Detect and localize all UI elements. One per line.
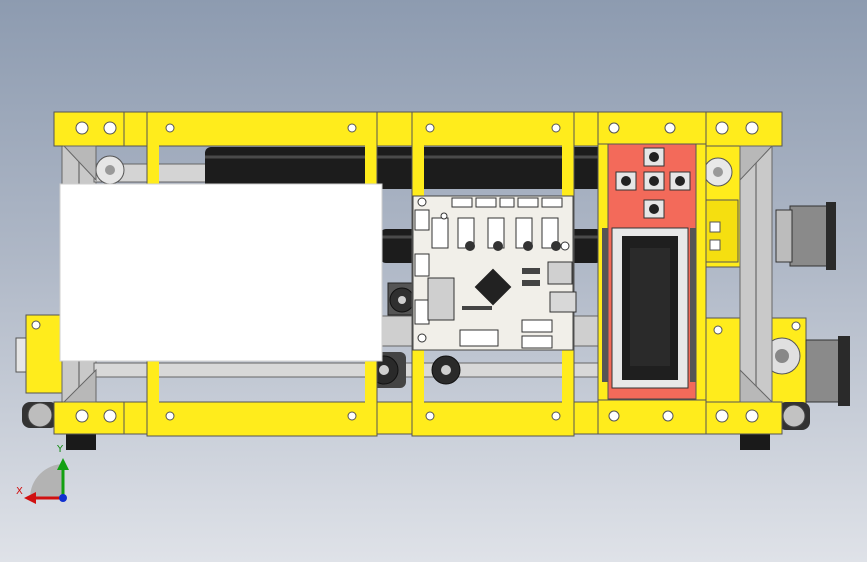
pcb-power-connector <box>427 277 455 321</box>
controller-board <box>412 195 577 351</box>
roller-2-hub <box>379 365 389 375</box>
pcb-chip-row-2 <box>522 280 540 286</box>
frame-plate-2-edge <box>411 111 575 437</box>
pcb-header-3 <box>499 197 515 208</box>
pcb-driver-1 <box>431 217 449 249</box>
gusset-bottom-right <box>739 368 774 403</box>
bolt-tl-1 <box>75 121 89 135</box>
pcb-mount-hole-bl <box>417 333 427 343</box>
left-side-plate <box>15 337 27 373</box>
bolt-br-2 <box>745 409 759 423</box>
right-coupler <box>705 199 739 263</box>
gusset-bottom-left <box>62 368 97 403</box>
right-lower-bracket-hole <box>791 321 801 331</box>
pcb-mount-hole-tl <box>417 197 427 207</box>
bolt-br-1 <box>715 409 729 423</box>
gusset-top-left <box>62 145 97 182</box>
lcd-frame-bolt-4 <box>662 410 674 422</box>
pcb-mount-hole-tr <box>560 241 570 251</box>
gusset-top-right <box>739 145 774 182</box>
covered-panel <box>59 183 383 362</box>
pcb-header-1 <box>451 197 473 208</box>
pcb-header-2 <box>475 197 497 208</box>
triad-x-arrow <box>24 492 36 504</box>
hole-p2-bl <box>425 411 435 421</box>
hole-p2-tr <box>551 123 561 133</box>
pcb-mount-hole-mid <box>440 212 448 220</box>
hole-p2-br <box>551 411 561 421</box>
pcb-cap-2 <box>493 241 503 251</box>
triad-origin-shadow <box>30 464 64 498</box>
pcb-cap-1 <box>465 241 475 251</box>
pcb-cap-4 <box>551 241 561 251</box>
right-wheel <box>782 404 806 428</box>
lcd-pin-strip-right <box>690 228 696 382</box>
stepper-motor-lower-cap <box>838 336 850 406</box>
lcd-frame-bolt-3 <box>608 410 620 422</box>
right-lower-pulley-hub <box>775 349 789 363</box>
lcd-pin-strip-left <box>602 228 608 382</box>
pcb-left-terminal-3 <box>414 299 430 325</box>
stepper-motor-lower-body <box>805 339 843 403</box>
lcd-button-center-cap <box>649 176 659 186</box>
pcb-usb-port <box>547 261 573 285</box>
lcd-button-up-cap <box>649 152 659 162</box>
pcb-bottom-connector-1 <box>459 329 499 347</box>
pcb-mcu <box>474 268 512 306</box>
right-coupler-slot <box>709 221 721 233</box>
bolt-tr-2 <box>745 121 759 135</box>
pcb-left-terminal-1 <box>414 209 430 231</box>
hole-p1-bl <box>165 411 175 421</box>
pcb-chip-row-3 <box>462 306 492 310</box>
hole-p1-br <box>347 411 357 421</box>
coordinate-triad[interactable] <box>24 458 69 504</box>
lcd-screen-active-area <box>630 248 670 366</box>
hole-p2-tl <box>425 123 435 133</box>
pcb-cap-3 <box>523 241 533 251</box>
bolt-bl-1 <box>75 409 89 423</box>
lead-screw-upper <box>205 147 605 189</box>
lcd-frame-bolt-2 <box>664 122 676 134</box>
triad-y-arrow <box>57 458 69 470</box>
pcb-bottom-connector-2 <box>521 319 553 333</box>
triad-z-axis <box>59 494 67 502</box>
hole-p1-tl <box>165 123 175 133</box>
hole-p1-tr <box>347 123 357 133</box>
triad-y-label: Y <box>57 444 64 455</box>
corner-block-top-left <box>53 111 125 147</box>
roller-1-hub <box>398 296 406 304</box>
pcb-header-5 <box>541 197 563 208</box>
stepper-motor-upper-face <box>775 209 793 263</box>
stepper-motor-upper-cap <box>826 202 836 270</box>
lcd-frame-bolt-1 <box>608 122 620 134</box>
left-wheel <box>27 402 53 428</box>
pcb-bottom-connector-3 <box>521 335 553 349</box>
stepper-motor-upper-body <box>789 205 831 267</box>
left-lower-bracket-hole <box>31 320 41 330</box>
lcd-controller <box>597 111 707 435</box>
pcb-chip-row-1 <box>522 268 540 274</box>
pcb-driver-5 <box>541 217 559 249</box>
bolt-bl-2 <box>103 409 117 423</box>
pcb-left-terminal-2 <box>414 253 430 277</box>
triad-x-label: X <box>16 486 23 497</box>
roller-3-hub <box>441 365 451 375</box>
lcd-button-right-cap <box>675 176 685 186</box>
pcb-header-4 <box>517 197 539 208</box>
right-upper-pulley-hub <box>713 167 723 177</box>
lcd-button-down-cap <box>649 204 659 214</box>
lcd-frame-right <box>695 139 707 403</box>
bolt-tr-1 <box>715 121 729 135</box>
pcb-sd-slot <box>549 291 577 313</box>
lcd-button-left-cap <box>621 176 631 186</box>
right-coupler-slot-2 <box>709 239 721 251</box>
bolt-tl-2 <box>103 121 117 135</box>
right-lower-bracket-hole-2 <box>713 325 723 335</box>
left-upper-pulley-hub <box>105 165 115 175</box>
